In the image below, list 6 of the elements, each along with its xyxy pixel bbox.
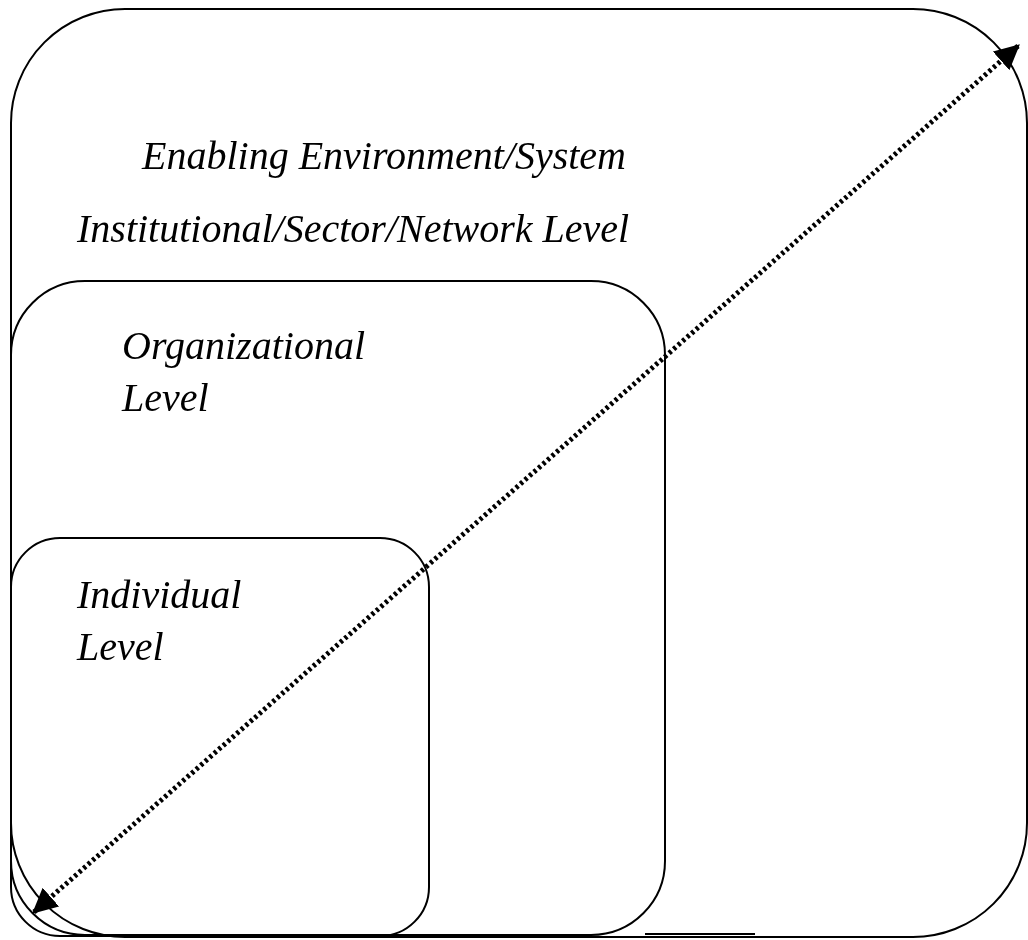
level-label: Individual Level [77, 571, 243, 671]
level-box [10, 537, 430, 937]
level-label: Organizational Level [122, 322, 366, 422]
level-box [10, 280, 666, 936]
level-label: Enabling Environment/System [142, 132, 626, 180]
level-label: Institutional/Sector/Network Level [77, 205, 630, 253]
